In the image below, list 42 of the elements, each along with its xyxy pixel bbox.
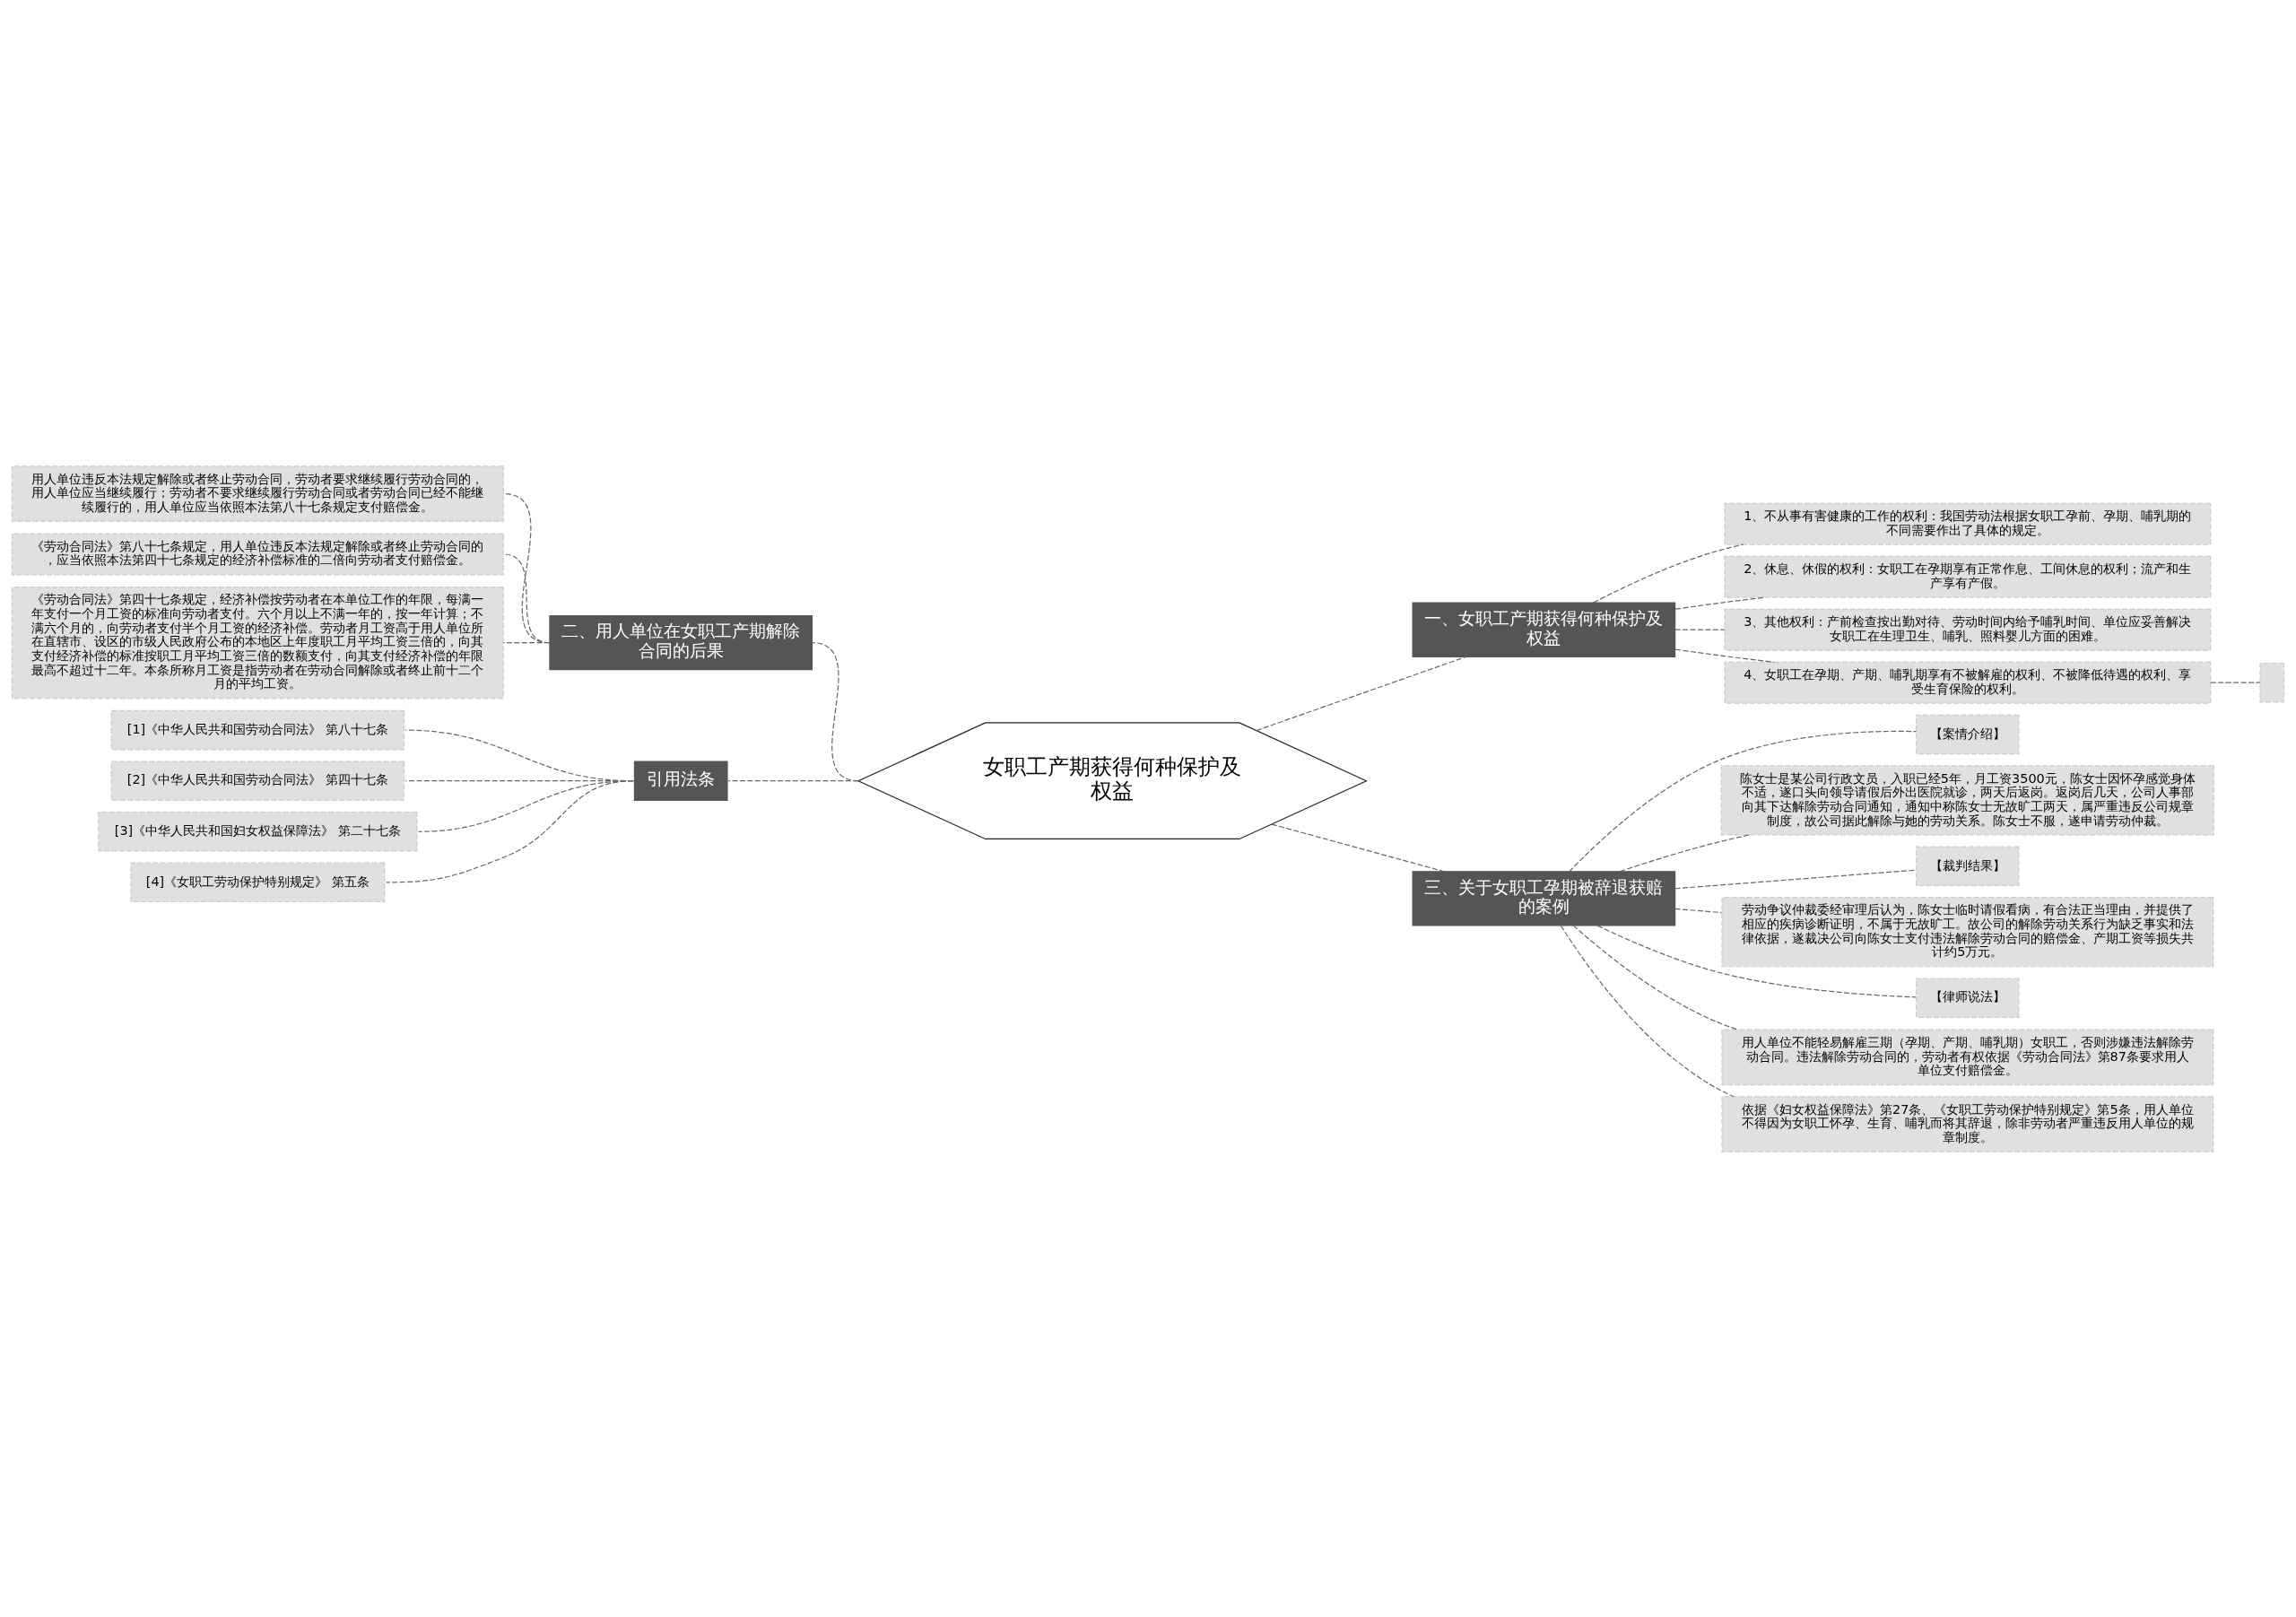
connector: [502, 492, 551, 643]
connector: [1271, 823, 1445, 872]
connector: [1674, 629, 1726, 630]
connector: [1596, 925, 1917, 997]
node-box: 4、女职工在孕期、产期、哺乳期享有不被解雇的权利、不被降低待遇的权利、享受生育保险的权利。: [1724, 661, 2212, 704]
connector: [1569, 730, 1918, 872]
node-box: 【律师说法】: [1916, 977, 2020, 1018]
connector: [1674, 648, 1775, 663]
connector: [1572, 925, 1738, 1030]
node-box: 1、不从事有害健康的工作的权利：我国劳动法根据女职工孕前、孕期、哺乳期的不同需要作出了具体的规定。: [1724, 502, 2212, 545]
node-box: 用人单位不能轻易解雇三期（孕期、产期、哺乳期）女职工，否则涉嫌违法解除劳动合同。违法解除劳动合同的，劳动者有权依据《劳动合同法》第87条要求用人单位支付赔偿金。: [1721, 1029, 2214, 1085]
node-box: 劳动争议仲裁委经审理后认为，陈女士临时请假看病，有合法正当理由，并提供了相应的疾病诊断证明，不属于无故旷工。故公司的解除劳动关系行为缺乏事实和法律依据，遂裁决公司向陈女士支付违法解除劳动合同的赔偿金、产期工资等损失共计约5万元。: [1721, 896, 2214, 967]
connector: [386, 779, 634, 882]
node-box: 【案情介绍】: [1916, 714, 2020, 754]
node-box: 三、关于女职工孕期被辞退获赔的案例: [1412, 870, 1676, 926]
connector: [1560, 925, 1735, 1097]
connector: [1619, 833, 1751, 872]
connector: [1674, 908, 1723, 913]
node-box: 《劳动合同法》第四十七条规定，经济补偿按劳动者在本单位工作的年限，每满一年支付一个月工资的标准向劳动者支付。六个月以上不满一年的，按一年计算；不满六个月的，向劳动者支付半个月工资的经济补偿。劳动者月工资高于用人单位所在直辖市、设区的市级人民政府公布的本地区上年度职工月平均工资三倍的，向其支付经济补偿的标准按职工月平均工资三倍的数额支付，向其支付经济补偿的年限最高不超过十二年。本条所称月工资是指劳动者在劳动合同解除或者终止前十二个月的平均工资。: [11, 586, 504, 699]
node-box: 一、女职工产期获得何种保护及权益: [1412, 602, 1676, 657]
node-box: [1]《中华人民共和国劳动合同法》 第八十七条: [110, 709, 405, 750]
node-box: 3、其他权利：产前检查按出勤对待、劳动时间内给予哺乳时间、单位应妥善解决女职工在生理卫生、哺乳、照料婴儿方面的困难。: [1724, 608, 2212, 651]
node-box: 2、休息、休假的权利：女职工在孕期享有正常作息、工间休息的权利；流产和生产享有产假。: [1724, 555, 2212, 598]
connector: [502, 552, 551, 643]
node-box: [2259, 662, 2285, 702]
connector: [502, 641, 551, 643]
node-box: 【裁判结果】: [1916, 846, 2020, 886]
connector: [1674, 596, 1766, 610]
node-box: [3]《中华人民共和国妇女权益保障法》 第二十七条: [98, 811, 418, 852]
node-box: 用人单位违反本法规定解除或者终止劳动合同，劳动者要求继续履行劳动合同的，用人单位应当继续履行；劳动者不要求继续履行劳动合同或者劳动合同已经不能继续履行的，用人单位应当依照本法第八十七条规定支付赔偿金。: [11, 465, 504, 522]
node-box: 《劳动合同法》第八十七条规定，用人单位违反本法规定解除或者终止劳动合同的，应当依照本法第四十七条规定的经济补偿标准的二倍向劳动者支付赔偿金。: [11, 532, 504, 575]
connector: [1593, 543, 1744, 604]
node-box: [2]《中华人民共和国劳动合同法》 第四十七条: [110, 760, 405, 801]
connector: [1256, 656, 1467, 731]
node-box: 依据《妇女权益保障法》第27条、《女职工劳动保护特别规定》第5条，用人单位不得因为女职工怀孕、生育、哺乳而将其辞退，除非劳动者严重违反用人单位的规章制度。: [1721, 1095, 2214, 1152]
node-box: 陈女士是某公司行政文员，入职已经5年，月工资3500元，陈女士因怀孕感觉身体不适，遂口头向领导请假后外出医院就诊，两天后返岗。返岗后几天，公司人事部向其下达解除劳动合同通知，通知中称陈女士无故旷工两天，属严重违反公司规章制度，故公司据此解除与她的劳动关系。陈女士不服，遂申请劳动仲裁。: [1720, 764, 2214, 835]
connector: [2210, 682, 2261, 683]
connector: [1674, 869, 1918, 889]
connector: [727, 779, 859, 781]
node-box: 引用法条: [633, 760, 728, 801]
node-box: [4]《女职工劳动保护特别规定》 第五条: [130, 862, 386, 902]
node-box: 二、用人单位在女职工产期解除合同的后果: [549, 614, 813, 670]
